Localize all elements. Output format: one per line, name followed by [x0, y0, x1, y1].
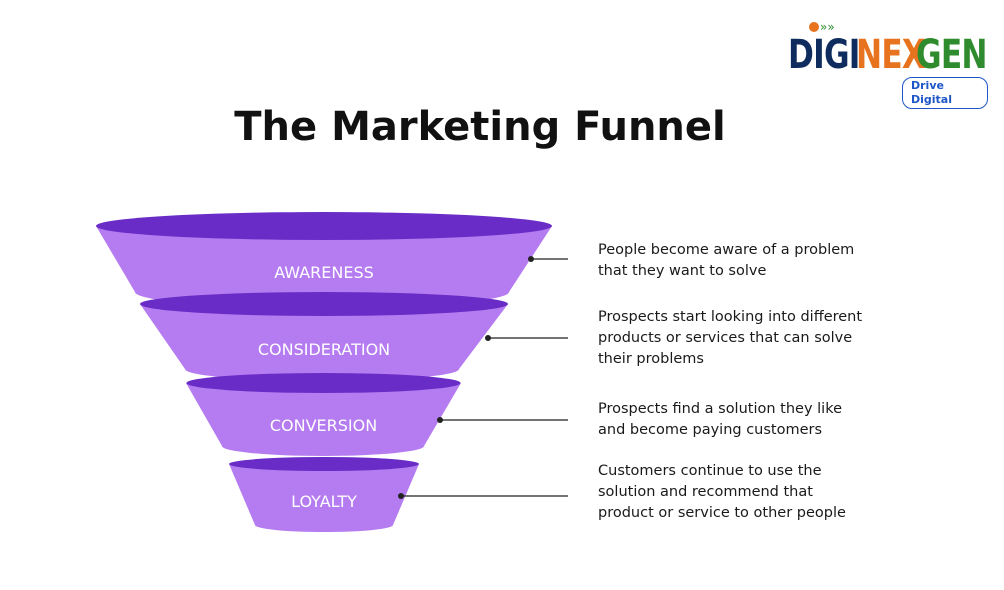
funnel-stage-label-consideration: CONSIDERATION	[258, 340, 390, 359]
funnel-stage-loyalty	[229, 464, 419, 532]
connector-dot-conversion	[437, 417, 443, 423]
stage-description-conversion: Prospects find a solution they like and …	[598, 399, 888, 441]
connector-dot-awareness	[528, 256, 534, 262]
funnel-stage-awareness	[96, 226, 552, 308]
description-line: Prospects start looking into different	[598, 309, 863, 325]
funnel-stage-label-awareness: AWARENESS	[274, 263, 374, 282]
description-line: product or service to other people	[598, 505, 846, 521]
funnel-stage-conversion	[186, 383, 461, 456]
logo-word-nex: NEX	[856, 32, 926, 78]
funnel-stage-top-conversion	[186, 373, 461, 393]
description-line: products or services that can solve	[598, 330, 853, 346]
description-line: People become aware of a problem	[598, 242, 855, 258]
diagram-title: The Marketing Funnel	[234, 104, 726, 150]
logo-tagline: Drive Digital	[902, 77, 988, 109]
description-line: solution and recommend that	[598, 484, 813, 500]
description-line: that they want to solve	[598, 263, 767, 279]
logo-word-gen: GEN	[916, 32, 987, 78]
connector-dot-loyalty	[398, 493, 404, 499]
logo-word-digi: DIGI	[788, 32, 860, 78]
logo-dot-icon	[809, 22, 819, 32]
stage-description-awareness: People become aware of a problem that th…	[598, 240, 888, 282]
funnel-stage-label-conversion: CONVERSION	[270, 416, 377, 435]
funnel-stage-top-consideration	[140, 292, 508, 316]
description-line: and become paying customers	[598, 422, 823, 438]
funnel-stage-top-awareness	[96, 212, 552, 240]
funnel-stage-consideration	[140, 304, 508, 381]
logo-arrows-icon: »»	[820, 20, 835, 34]
stage-description-loyalty: Customers continue to use the solution a…	[598, 461, 888, 524]
connector-dot-consideration	[485, 335, 491, 341]
brand-logo: »» DIGI NEX GEN Drive Digital	[784, 18, 988, 109]
stage-description-consideration: Prospects start looking into different p…	[598, 307, 888, 370]
funnel-stage-top-loyalty	[229, 457, 419, 471]
funnel-stage-label-loyalty: LOYALTY	[291, 492, 357, 511]
description-line: Customers continue to use the	[598, 463, 822, 479]
description-line: Prospects find a solution they like	[598, 401, 843, 417]
description-line: their problems	[598, 351, 704, 367]
